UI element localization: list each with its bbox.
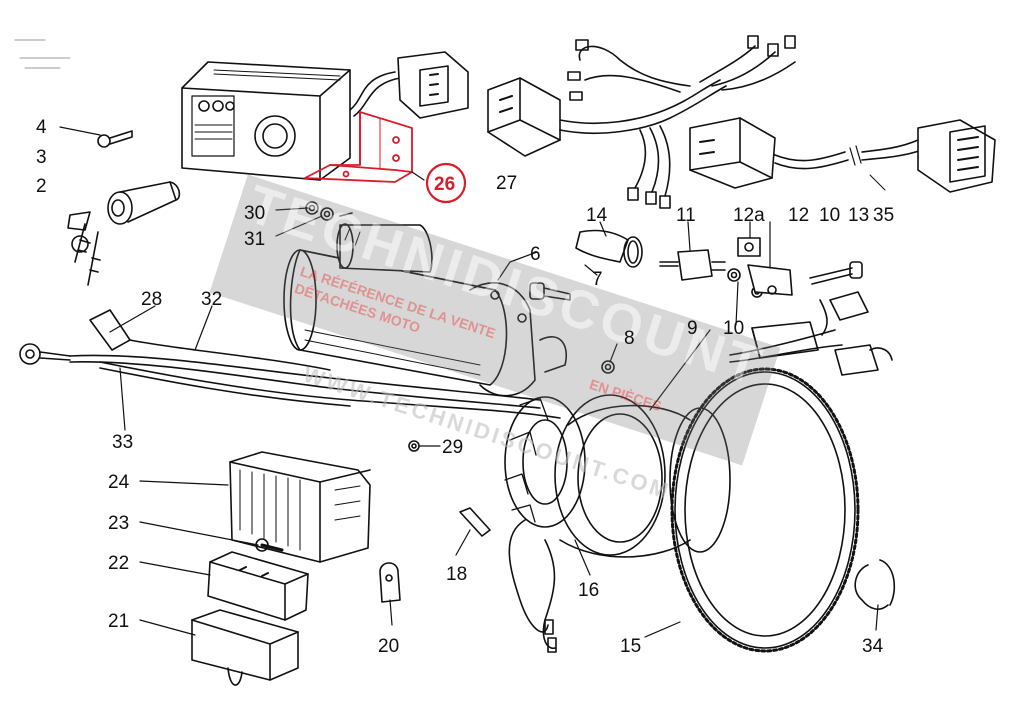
control-unit-connector [349, 51, 469, 119]
part-label: 28 [141, 289, 162, 310]
screw-4 [97, 130, 133, 148]
part-label: 18 [446, 564, 467, 585]
nuts-30-31 [305, 201, 353, 221]
control-unit-box [181, 61, 351, 181]
circlip-34 [854, 559, 896, 610]
rectifier-24 [229, 451, 371, 563]
sensor-11 [659, 249, 726, 281]
corner-sketch [14, 39, 71, 69]
battery-cables [19, 309, 561, 419]
part-label: 24 [108, 472, 130, 493]
part-label: 8 [624, 328, 635, 349]
part-label: 3 [36, 147, 47, 168]
part-label: 27 [496, 173, 517, 194]
part-label: 9 [687, 318, 698, 339]
stator-16 [504, 396, 586, 653]
part-label: 11 [676, 205, 696, 226]
starter-motor [283, 223, 567, 397]
part-label: 32 [201, 289, 222, 310]
part-label: 15 [620, 636, 641, 657]
part-label: 2 [36, 176, 47, 197]
ring-gear-15 [670, 367, 860, 653]
part-label: 10 [819, 205, 840, 226]
sleeve-14 [575, 229, 643, 268]
part-label: 12 [788, 205, 809, 226]
leader-lines [59, 126, 879, 638]
part-label: 29 [442, 437, 463, 458]
holder-21 [191, 609, 299, 686]
part-label: 21 [108, 611, 129, 632]
part-label: 12a [733, 205, 765, 226]
clamp-20 [379, 562, 401, 603]
washer-10 [727, 268, 763, 298]
part-label: 22 [108, 553, 129, 574]
clip-12a [737, 237, 761, 257]
nut-29 [408, 440, 420, 452]
part-label: 31 [244, 229, 265, 250]
terminal-block-9 [729, 291, 893, 376]
ignition-switch [107, 181, 181, 225]
part-labels: 4 3 2 26 27 30 31 14 11 12a 12 10 13 35 … [36, 117, 894, 657]
part-26-callout-circle [425, 162, 467, 204]
nut-8 [601, 360, 615, 374]
part-label: 30 [244, 203, 265, 224]
part-label: 4 [36, 117, 47, 138]
bolt-13 [809, 261, 863, 285]
part-label: 34 [862, 636, 884, 657]
ignition-keys [67, 211, 101, 286]
part-label: 33 [112, 432, 133, 453]
rubber-pad-22 [207, 551, 309, 621]
bolt-7 [529, 282, 571, 301]
part-label: 6 [530, 244, 541, 265]
part-label: 7 [592, 269, 603, 290]
part-label: 20 [378, 636, 399, 657]
wiring-harness-27 [487, 35, 796, 209]
bracket-26-highlighted [304, 111, 413, 183]
part-label: 10 [723, 318, 744, 339]
connector-35 [689, 117, 996, 193]
clip-18 [459, 507, 491, 537]
part-label-highlighted: 26 [434, 174, 455, 195]
plate-12 [747, 264, 793, 296]
part-label: 16 [578, 580, 599, 601]
part-label: 23 [108, 513, 129, 534]
part-label: 14 [586, 205, 608, 226]
part-label: 35 [873, 205, 894, 226]
part-label: 13 [848, 205, 869, 226]
